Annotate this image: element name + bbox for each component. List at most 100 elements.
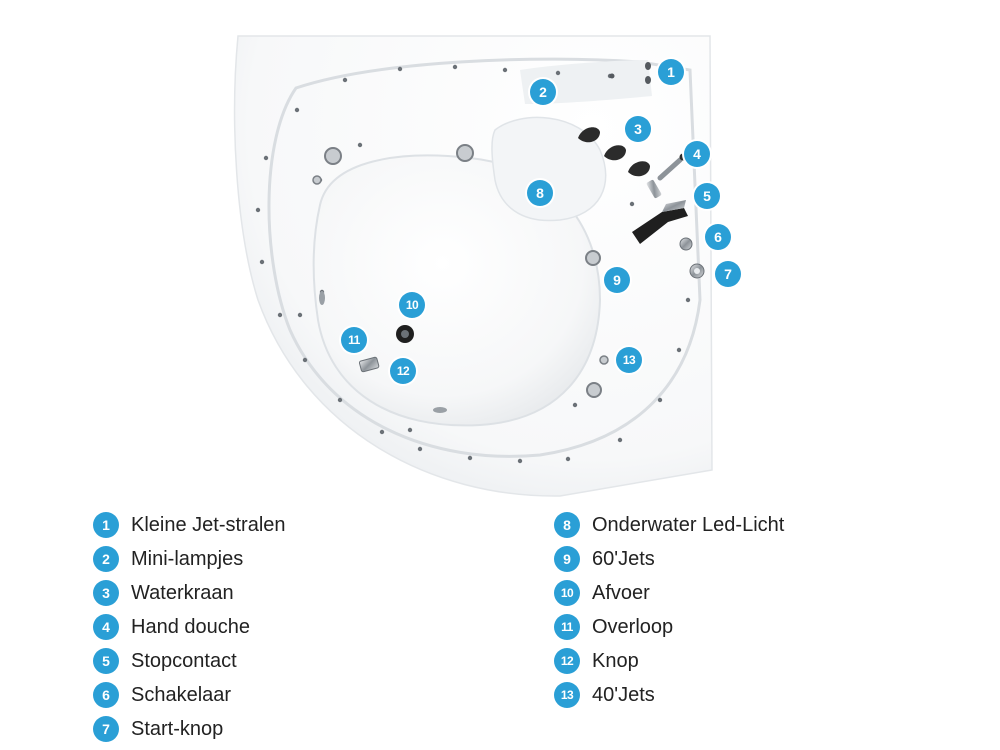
legend-number: 3 [93, 580, 119, 606]
jet-dot [657, 397, 663, 403]
jet-large [456, 144, 474, 162]
legend-label: Hand douche [131, 615, 250, 638]
legend-label: Stopcontact [131, 649, 237, 672]
jet-dot [555, 70, 561, 76]
marker-10: 10 [399, 292, 425, 318]
jet-dot [255, 207, 261, 213]
legend-number: 2 [93, 546, 119, 572]
jet-side [433, 407, 447, 413]
jet-dot [302, 357, 308, 363]
jet-dot [379, 429, 385, 435]
bathtub-figure: 1 2 3 4 5 6 7 8 9 10 11 12 13 [233, 35, 741, 497]
legend-label: Waterkraan [131, 581, 234, 604]
legend-number: 11 [554, 614, 580, 640]
switch-fixture [679, 237, 693, 251]
legend-label: 40'Jets [592, 683, 655, 706]
legend-label: Overloop [592, 615, 674, 638]
legend-number: 10 [554, 580, 580, 606]
knob [604, 145, 626, 161]
legend-item: 1 Kleine Jet-stralen [93, 508, 286, 542]
legend-label: Mini-lampjes [131, 547, 244, 570]
jet-dot [342, 77, 348, 83]
marker-6: 6 [705, 224, 731, 250]
legend-item: 6 Schakelaar [93, 678, 286, 712]
jet-dot [629, 201, 635, 207]
jet-large [312, 175, 322, 185]
legend-label: Knop [592, 649, 639, 672]
bathtub-drawing [233, 35, 713, 497]
legend-item: 12 Knop [554, 644, 784, 678]
jet-dot [397, 66, 403, 72]
marker-9: 9 [604, 267, 630, 293]
legend-item: 3 Waterkraan [93, 576, 286, 610]
marker-2: 2 [530, 79, 556, 105]
legend-number: 4 [93, 614, 119, 640]
marker-8: 8 [527, 180, 553, 206]
legend-left: 1 Kleine Jet-stralen 2 Mini-lampjes 3 Water… [93, 508, 286, 746]
legend-number: 12 [554, 648, 580, 674]
legend-label: Kleine Jet-stralen [131, 513, 286, 536]
jet-dot [407, 427, 413, 433]
legend-number: 7 [93, 716, 119, 742]
legend-item: 10 Afvoer [554, 576, 784, 610]
tub-rim [267, 57, 702, 458]
lamp [609, 73, 615, 79]
jet-large [585, 250, 601, 266]
knob [578, 127, 600, 143]
marker-12: 12 [390, 358, 416, 384]
jet-large [599, 355, 609, 365]
jet-dot [337, 397, 343, 403]
legend-item: 8 Onderwater Led-Licht [554, 508, 784, 542]
legend-number: 5 [93, 648, 119, 674]
legend-number: 9 [554, 546, 580, 572]
jet-dot [502, 67, 508, 73]
tub-seat [491, 116, 607, 222]
jet-large [324, 147, 342, 165]
legend-label: 60'Jets [592, 547, 655, 570]
marker-5: 5 [694, 183, 720, 209]
jet-dot [565, 456, 571, 462]
legend-number: 13 [554, 682, 580, 708]
tub-basin [312, 154, 602, 427]
legend-item: 4 Hand douche [93, 610, 286, 644]
large-jets [312, 144, 609, 413]
jet-dot [297, 312, 303, 318]
jet-dot [617, 437, 623, 443]
jet-dot [417, 446, 423, 452]
jet-dot [467, 455, 473, 461]
legend-label: Start-knop [131, 717, 224, 740]
legend-item: 11 Overloop [554, 610, 784, 644]
jet-dot [676, 347, 682, 353]
legend-number: 6 [93, 682, 119, 708]
knob [628, 161, 650, 177]
legend-number: 1 [93, 512, 119, 538]
jet-side [319, 291, 325, 305]
jet-dot [572, 402, 578, 408]
jet-dot [517, 458, 523, 464]
jet-dot [452, 64, 458, 70]
start-button-fixture-inner [694, 268, 700, 274]
marker-4: 4 [684, 141, 710, 167]
jet-dot [259, 259, 265, 265]
jet-dot [277, 312, 283, 318]
overflow-fixture [358, 356, 380, 373]
legend-item: 5 Stopcontact [93, 644, 286, 678]
jet-dot [357, 142, 363, 148]
faucet-knobs [578, 127, 650, 177]
jet-dot [263, 155, 269, 161]
marker-13: 13 [616, 347, 642, 373]
jet-dot [685, 297, 691, 303]
legend-item: 9 60'Jets [554, 542, 784, 576]
lamp [645, 76, 651, 84]
marker-11: 11 [341, 327, 367, 353]
legend-number: 8 [554, 512, 580, 538]
marker-3: 3 [625, 116, 651, 142]
legend-label: Onderwater Led-Licht [592, 513, 785, 536]
legend-label: Schakelaar [131, 683, 232, 706]
marker-1: 1 [658, 59, 684, 85]
mini-lamp-fixtures [609, 62, 651, 84]
jet-dot [294, 107, 300, 113]
legend-item: 7 Start-knop [93, 712, 286, 746]
faucet-spout [632, 200, 688, 244]
legend-label: Afvoer [592, 581, 650, 604]
